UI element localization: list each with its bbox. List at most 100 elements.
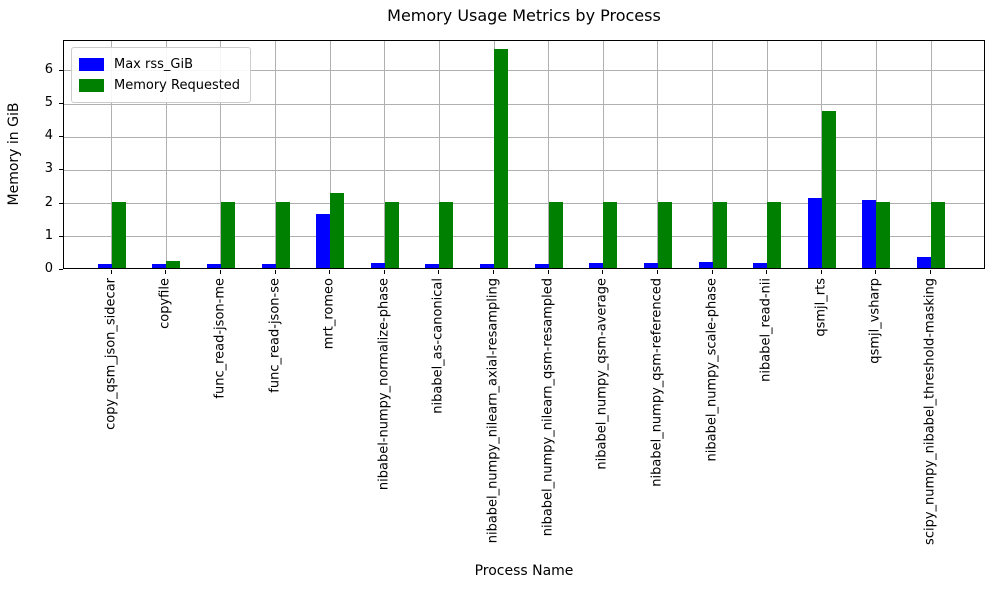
y-tick-mark xyxy=(59,69,63,71)
x-gridline xyxy=(875,41,877,268)
bar-memory-requested xyxy=(603,201,618,268)
bar-memory-requested xyxy=(876,201,891,268)
chart-title: Memory Usage Metrics by Process xyxy=(387,6,661,25)
x-tick-mark xyxy=(656,270,658,274)
y-tick-label: 6 xyxy=(44,61,53,77)
bar-memory-requested xyxy=(384,201,399,268)
y-tick-label: 4 xyxy=(44,128,53,144)
x-tick-mark xyxy=(438,270,440,274)
x-tick-mark xyxy=(820,270,822,274)
bar-memory-requested xyxy=(494,48,509,268)
bar-max-rss xyxy=(589,263,604,268)
x-tick-label: copy_qsm_json_sidecar xyxy=(103,278,119,430)
x-tick-label: func_read-json-se xyxy=(267,278,283,393)
x-tick-mark xyxy=(329,270,331,274)
bar-memory-requested xyxy=(931,201,945,268)
bar-memory-requested xyxy=(767,201,782,268)
y-axis-label: Memory in GiB xyxy=(6,102,22,206)
x-tick-mark xyxy=(110,270,112,274)
x-tick-label: nibabel-numpy_normalize-phase xyxy=(376,278,392,491)
x-gridline xyxy=(712,41,714,268)
y-tick-mark xyxy=(59,235,63,237)
x-gridline xyxy=(766,41,768,268)
x-tick-mark xyxy=(274,270,276,274)
bar-max-rss xyxy=(643,262,658,268)
bar-max-rss xyxy=(480,263,495,268)
y-gridline xyxy=(64,70,984,72)
x-tick-mark xyxy=(766,270,768,274)
y-tick-label: 5 xyxy=(44,95,53,111)
y-tick-label: 2 xyxy=(44,194,53,210)
x-gridline xyxy=(111,41,113,268)
bar-max-rss xyxy=(316,213,331,268)
x-gridline xyxy=(220,41,222,268)
legend-label-memory-requested: Memory Requested xyxy=(114,78,241,93)
x-tick-label: qsmjl_rts xyxy=(813,278,829,337)
x-tick-label: nibabel_numpy_qsm-referenced xyxy=(649,278,665,487)
x-gridline xyxy=(930,41,932,268)
x-gridline xyxy=(548,41,550,268)
y-tick-mark xyxy=(59,136,63,138)
y-tick-mark xyxy=(59,269,63,270)
y-tick-label: 3 xyxy=(44,161,53,177)
legend-item-max-rss: Max rss_GiB xyxy=(79,54,240,75)
legend-patch-max-rss-icon xyxy=(79,58,104,71)
bar-memory-requested xyxy=(657,201,672,268)
x-gridline xyxy=(438,41,440,268)
x-tick-label: scipy_numpy_nibabel_threshold-masking xyxy=(922,278,938,545)
x-gridline xyxy=(657,41,659,268)
bar-max-rss xyxy=(917,256,931,268)
bar-memory-requested xyxy=(439,201,454,268)
x-tick-label: nibabel_read-nii xyxy=(758,278,774,382)
x-tick-mark xyxy=(930,270,931,274)
bar-max-rss xyxy=(206,263,221,268)
bar-max-rss xyxy=(534,263,549,268)
x-tick-label: copyfile xyxy=(157,278,173,329)
bar-memory-requested xyxy=(275,201,290,268)
x-tick-mark xyxy=(547,270,549,274)
x-tick-mark xyxy=(383,270,385,274)
bar-memory-requested xyxy=(712,201,727,268)
bar-memory-requested xyxy=(220,201,235,268)
bar-max-rss xyxy=(807,197,822,268)
x-gridline xyxy=(602,41,604,268)
x-tick-mark xyxy=(493,270,495,274)
x-tick-mark xyxy=(602,270,604,274)
bar-max-rss xyxy=(698,262,713,268)
y-tick-label: 0 xyxy=(44,261,53,276)
y-gridline xyxy=(64,136,984,138)
bar-max-rss xyxy=(261,263,276,268)
bar-max-rss xyxy=(425,263,440,268)
x-tick-mark xyxy=(219,270,221,274)
x-gridline xyxy=(165,41,167,268)
bar-memory-requested xyxy=(548,201,563,268)
x-gridline xyxy=(329,41,331,268)
y-gridline xyxy=(64,169,984,171)
x-tick-mark xyxy=(165,270,167,274)
x-tick-label: nibabel_numpy_qsm-average xyxy=(594,278,610,470)
bar-max-rss xyxy=(152,264,167,268)
y-tick-mark xyxy=(59,202,63,204)
legend-label-max-rss: Max rss_GiB xyxy=(114,57,194,72)
legend-patch-memory-requested-icon xyxy=(79,79,104,92)
x-tick-label: nibabel_numpy_nilearn_axial-resampling xyxy=(485,278,501,544)
bar-memory-requested xyxy=(821,111,836,268)
x-tick-label: mrt_romeo xyxy=(321,278,337,350)
bar-max-rss xyxy=(753,262,768,268)
x-gridline xyxy=(384,41,386,268)
bar-memory-requested xyxy=(330,192,345,268)
y-tick-mark xyxy=(59,169,63,171)
x-axis-label: Process Name xyxy=(474,563,574,579)
y-tick-mark xyxy=(59,103,63,105)
legend: Max rss_GiB Memory Requested xyxy=(71,47,252,103)
x-tick-label: qsmjl_vsharp xyxy=(867,278,883,364)
bar-max-rss xyxy=(862,200,877,268)
x-tick-label: nibabel_numpy_nilearn_qsm-resampled xyxy=(540,278,556,537)
x-tick-label: func_read-json-me xyxy=(212,278,228,399)
y-gridline xyxy=(64,236,984,238)
x-gridline xyxy=(275,41,277,268)
bar-memory-requested xyxy=(166,261,181,268)
plot-area: Max rss_GiB Memory Requested xyxy=(63,40,985,269)
y-tick-label: 1 xyxy=(44,227,53,243)
